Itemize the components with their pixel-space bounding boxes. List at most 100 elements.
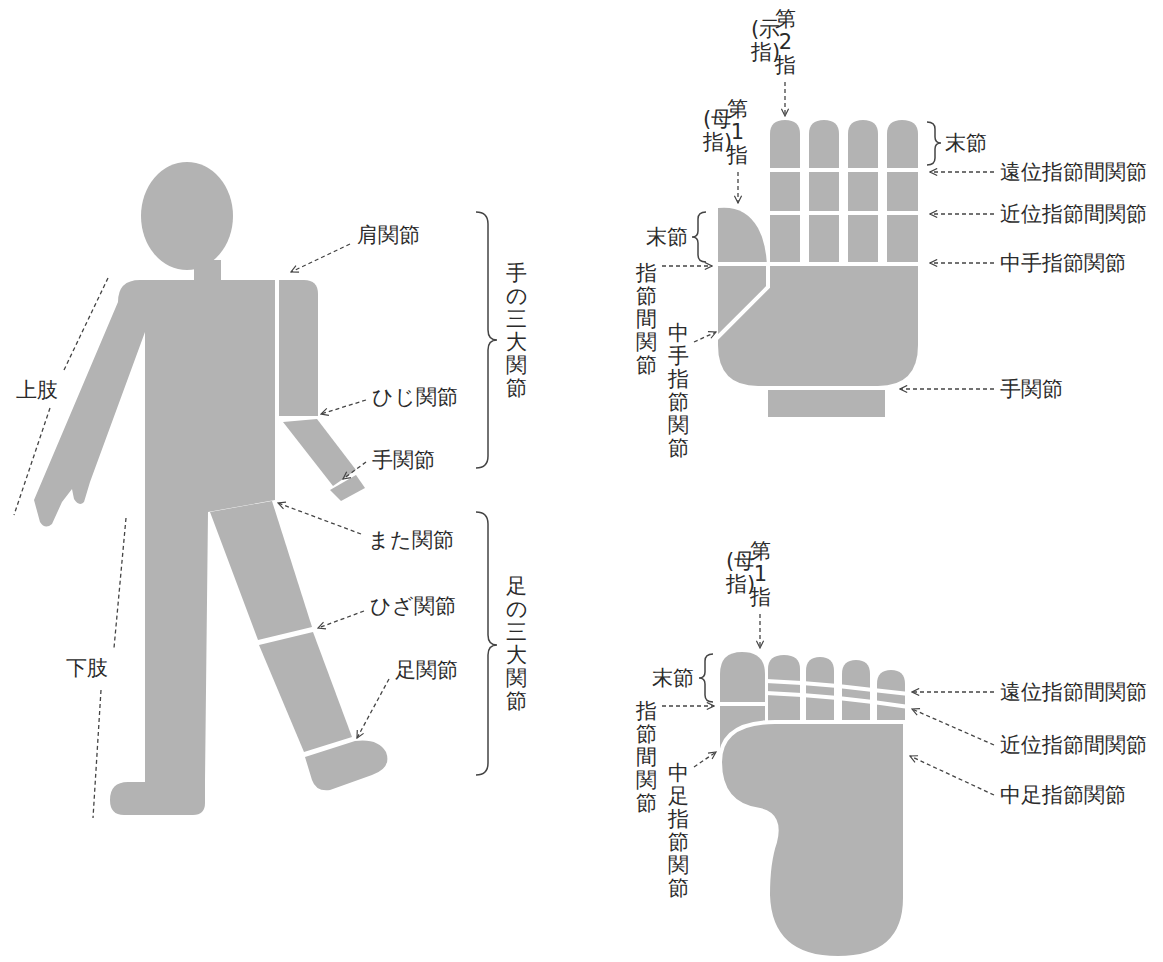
bracket <box>692 212 706 262</box>
label-slot: 指節間関節 <box>636 262 657 377</box>
label-slot: ひざ関節 <box>370 594 456 618</box>
leader-arrow <box>910 756 994 795</box>
leader-arrow <box>343 462 366 479</box>
part-label: 遠位指節間関節 <box>1000 160 1147 184</box>
part-label: 上肢 <box>16 378 58 402</box>
leader-arrow <box>930 171 994 172</box>
leader-arrow <box>930 262 994 263</box>
label-slot: 手関節 <box>372 448 435 472</box>
thumb <box>718 208 767 270</box>
joint-line <box>716 264 768 339</box>
label-slot: 下肢 <box>66 656 108 680</box>
upper-arm <box>279 280 318 416</box>
head <box>141 162 233 270</box>
label-slot: (示指) <box>751 18 772 64</box>
extent-line <box>114 518 126 648</box>
vertical-label: 手の三大関節 <box>506 262 527 401</box>
joint-line <box>714 262 922 266</box>
vertical-label: 第1指 <box>727 98 748 167</box>
sole <box>720 722 905 958</box>
vertical-label: 指節間関節 <box>636 262 657 377</box>
leader-arrow <box>278 503 361 534</box>
label-slot: 近位指節間関節 <box>1000 202 1147 226</box>
part-label: 末節 <box>945 131 987 155</box>
shin <box>259 632 352 752</box>
vertical-label: 第1指 <box>750 540 771 609</box>
part-label: ひざ関節 <box>370 594 456 618</box>
label-slot: 上肢 <box>16 378 58 402</box>
label-slot: 末節 <box>646 225 688 249</box>
vertical-label: (母指) <box>726 550 747 596</box>
joint-line <box>766 211 922 215</box>
hand <box>330 475 365 501</box>
leader-arrow <box>912 691 994 692</box>
label-slot: 中手指節関節 <box>668 322 689 461</box>
part-label: 下肢 <box>66 656 108 680</box>
label-slot: 末節 <box>945 131 987 155</box>
joint-line <box>716 702 767 706</box>
leader-arrow <box>318 611 364 628</box>
label-slot: 遠位指節間関節 <box>1000 160 1147 184</box>
bracket <box>476 512 497 775</box>
leader-arrow <box>694 332 716 342</box>
bracket <box>927 122 941 165</box>
leader-arrow <box>912 709 994 745</box>
foot <box>305 740 387 790</box>
label-slot: 遠位指節間関節 <box>1000 680 1147 704</box>
vertical-label: 中足指節関節 <box>668 762 689 901</box>
bracket <box>476 212 497 468</box>
vertical-label: (母指) <box>703 108 724 154</box>
thigh <box>210 501 312 640</box>
leader-arrow <box>930 213 994 214</box>
leader-arrow <box>357 679 389 738</box>
label-slot: 第1指 <box>727 98 748 167</box>
leader-arrow <box>759 614 760 648</box>
label-slot: また関節 <box>368 528 454 552</box>
vertical-label: 第2指 <box>775 8 796 77</box>
joint-line <box>766 681 909 694</box>
label-slot: 第2指 <box>775 8 796 77</box>
label-slot: 中手指節関節 <box>1000 251 1126 275</box>
leader-arrow <box>291 244 350 272</box>
forearm <box>283 419 356 486</box>
part-label: 手関節 <box>372 448 435 472</box>
leader-arrow <box>321 400 366 414</box>
joint-line <box>766 168 922 172</box>
label-slot: 近位指節間関節 <box>1000 733 1147 757</box>
leader-arrow <box>662 265 712 266</box>
part-label: 末節 <box>652 666 694 690</box>
label-slot: 肩関節 <box>357 223 420 247</box>
vertical-label: 足の三大関節 <box>506 575 527 714</box>
label-slot: 手関節 <box>1000 377 1063 401</box>
leader-arrow <box>694 752 716 767</box>
label-slot: 足関節 <box>395 658 458 682</box>
part-label: また関節 <box>368 528 454 552</box>
finger <box>770 120 800 270</box>
label-slot: 中足指節関節 <box>1000 783 1126 807</box>
label-slot: (母指) <box>703 108 724 154</box>
joint-line <box>766 693 909 707</box>
bracket <box>699 654 713 702</box>
leader-arrow <box>662 705 714 706</box>
part-label: 遠位指節間関節 <box>1000 680 1147 704</box>
label-slot: (母指) <box>726 550 747 596</box>
finger <box>848 120 878 270</box>
leader-arrow <box>737 172 738 203</box>
vertical-label: 指節間関節 <box>636 700 657 815</box>
palm <box>718 266 918 386</box>
part-label: 手関節 <box>1000 377 1063 401</box>
part-label: 末節 <box>646 225 688 249</box>
label-slot: ひじ関節 <box>372 385 458 409</box>
leader-arrow <box>900 388 994 389</box>
body-figure <box>34 162 387 815</box>
vertical-label: 中手指節関節 <box>668 322 689 461</box>
part-label: 近位指節間関節 <box>1000 733 1147 757</box>
part-label: 中足指節関節 <box>1000 783 1126 807</box>
extent-line <box>64 278 108 370</box>
leaders <box>14 82 994 818</box>
leader-arrow <box>784 82 785 116</box>
wrist <box>768 390 885 417</box>
part-label: 足関節 <box>395 658 458 682</box>
